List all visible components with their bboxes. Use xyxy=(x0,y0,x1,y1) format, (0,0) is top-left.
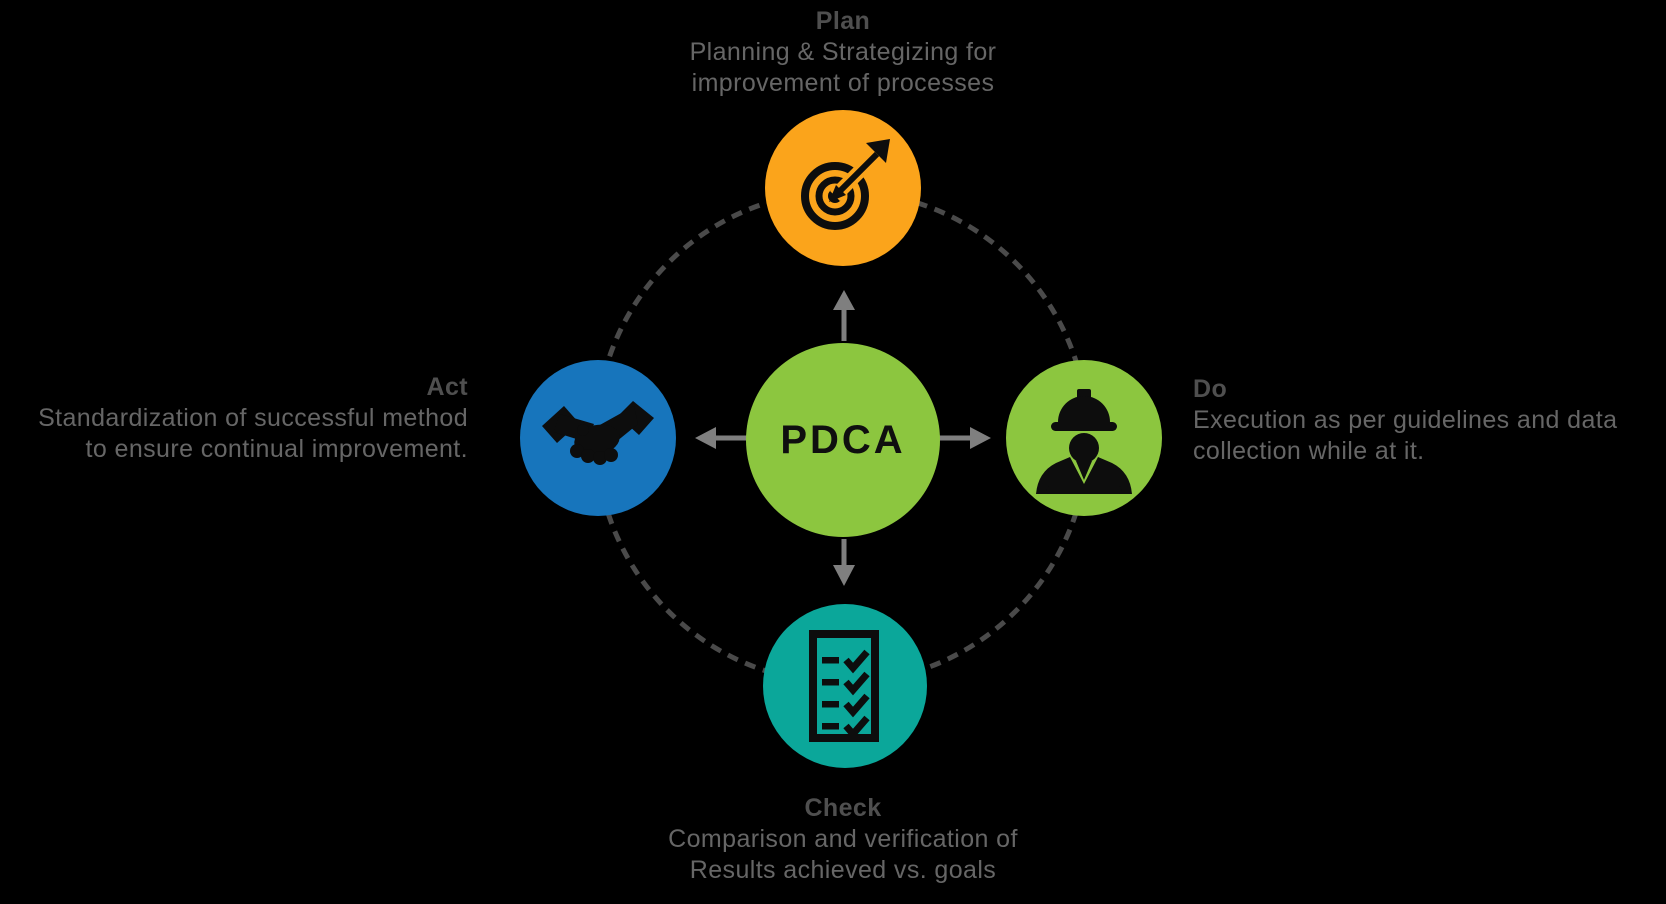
act-title: Act xyxy=(426,373,468,401)
act-label: Act Standardization of successful method… xyxy=(0,372,468,465)
check-desc-line1: Comparison and verification of xyxy=(668,825,1018,853)
pdca-label: PDCA xyxy=(780,417,906,462)
center-arrows xyxy=(695,290,991,586)
plan-desc-line1: Planning & Strategizing for xyxy=(689,38,997,66)
handshake-icon xyxy=(542,401,654,465)
construction-worker-icon xyxy=(1036,389,1132,494)
check-label: Check Comparison and verification of Res… xyxy=(543,793,1143,886)
target-icon xyxy=(801,139,892,230)
plan-desc-line2: improvement of processes xyxy=(691,69,995,97)
arrow-left-icon xyxy=(695,427,748,449)
act-desc-line2: to ensure continual improvement. xyxy=(85,435,468,463)
arrow-right-icon xyxy=(938,427,991,449)
do-desc-line1: Execution as per guidelines and data xyxy=(1193,406,1618,434)
check-desc-line2: Results achieved vs. goals xyxy=(689,856,997,884)
plan-label: Plan Planning & Strategizing for improve… xyxy=(543,6,1143,99)
check-circle xyxy=(763,604,927,768)
plan-title: Plan xyxy=(815,7,871,35)
arrow-down-icon xyxy=(833,539,855,586)
do-circle xyxy=(1006,360,1162,516)
check-title: Check xyxy=(804,794,882,822)
plan-circle xyxy=(765,110,921,266)
do-label: Do Execution as per guidelines and data … xyxy=(1193,374,1663,467)
center-circle xyxy=(746,343,940,537)
act-circle xyxy=(520,360,676,516)
act-desc-line1: Standardization of successful method xyxy=(38,404,468,432)
do-title: Do xyxy=(1193,375,1228,403)
checklist-icon xyxy=(809,630,879,742)
do-desc-line2: collection while at it. xyxy=(1193,437,1425,465)
arrow-up-icon xyxy=(833,290,855,341)
